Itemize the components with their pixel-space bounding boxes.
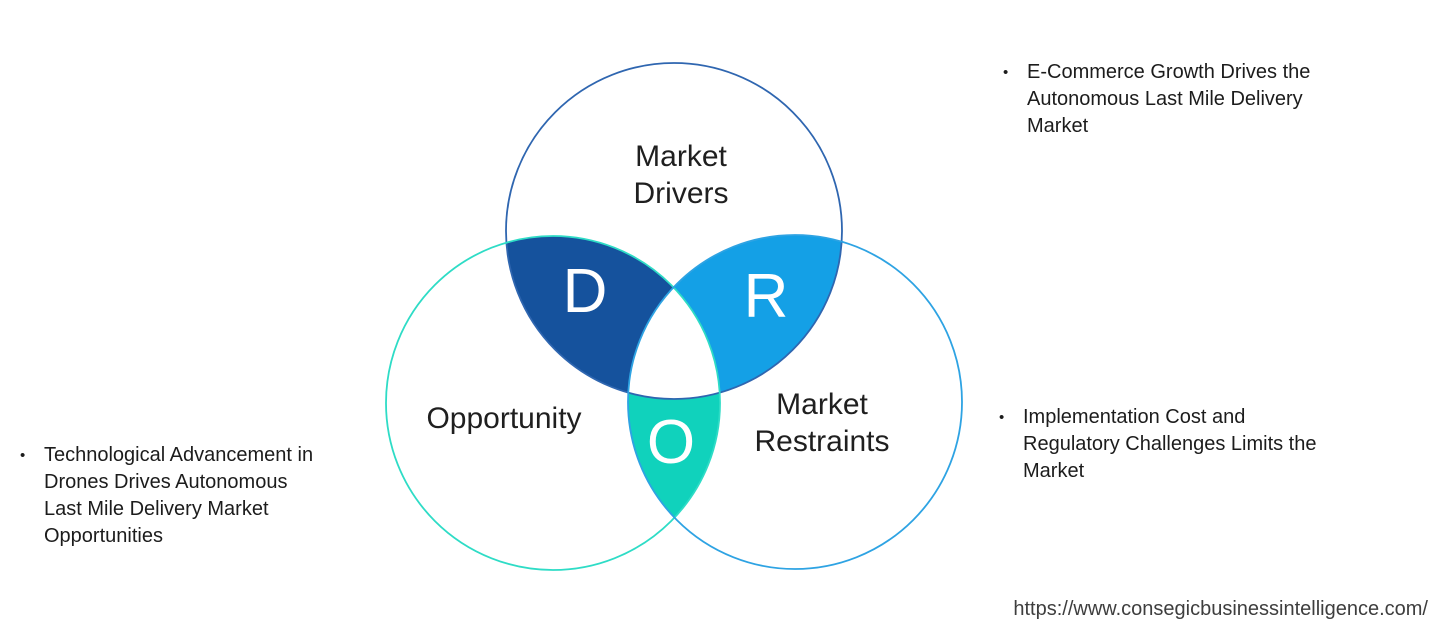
source-url[interactable]: https://www.consegicbusinessintelligence…	[1013, 598, 1428, 620]
opportunity-circle	[385, 235, 721, 571]
restraints-note: • Implementation Cost and Regulatory Cha…	[999, 404, 1399, 485]
restraints-circle	[627, 234, 963, 570]
drivers-note: • E-Commerce Growth Drives the Autonomou…	[1003, 59, 1393, 140]
letter-d: D	[562, 257, 608, 326]
drivers-note-text: E-Commerce Growth Drives the Autonomous …	[1027, 61, 1311, 137]
restraints-label: Market Restraints	[754, 388, 890, 458]
bullet-icon: •	[999, 409, 1005, 426]
opportunity-note-text: Technological Advancement in Drones Driv…	[44, 444, 314, 547]
drivers-circle	[505, 62, 843, 400]
letter-o: O	[646, 408, 696, 477]
overlap-region-d	[506, 236, 720, 399]
bullet-icon: •	[20, 447, 26, 464]
opportunity-note: • Technological Advancement in Drones Dr…	[20, 442, 400, 550]
bullet-icon: •	[1003, 64, 1009, 81]
overlap-region-r	[628, 235, 842, 399]
drivers-label: Market Drivers	[633, 140, 729, 210]
opportunity-label: Opportunity	[426, 402, 582, 435]
restraints-note-text: Implementation Cost and Regulatory Chall…	[1023, 406, 1317, 482]
letter-r: R	[743, 262, 789, 331]
